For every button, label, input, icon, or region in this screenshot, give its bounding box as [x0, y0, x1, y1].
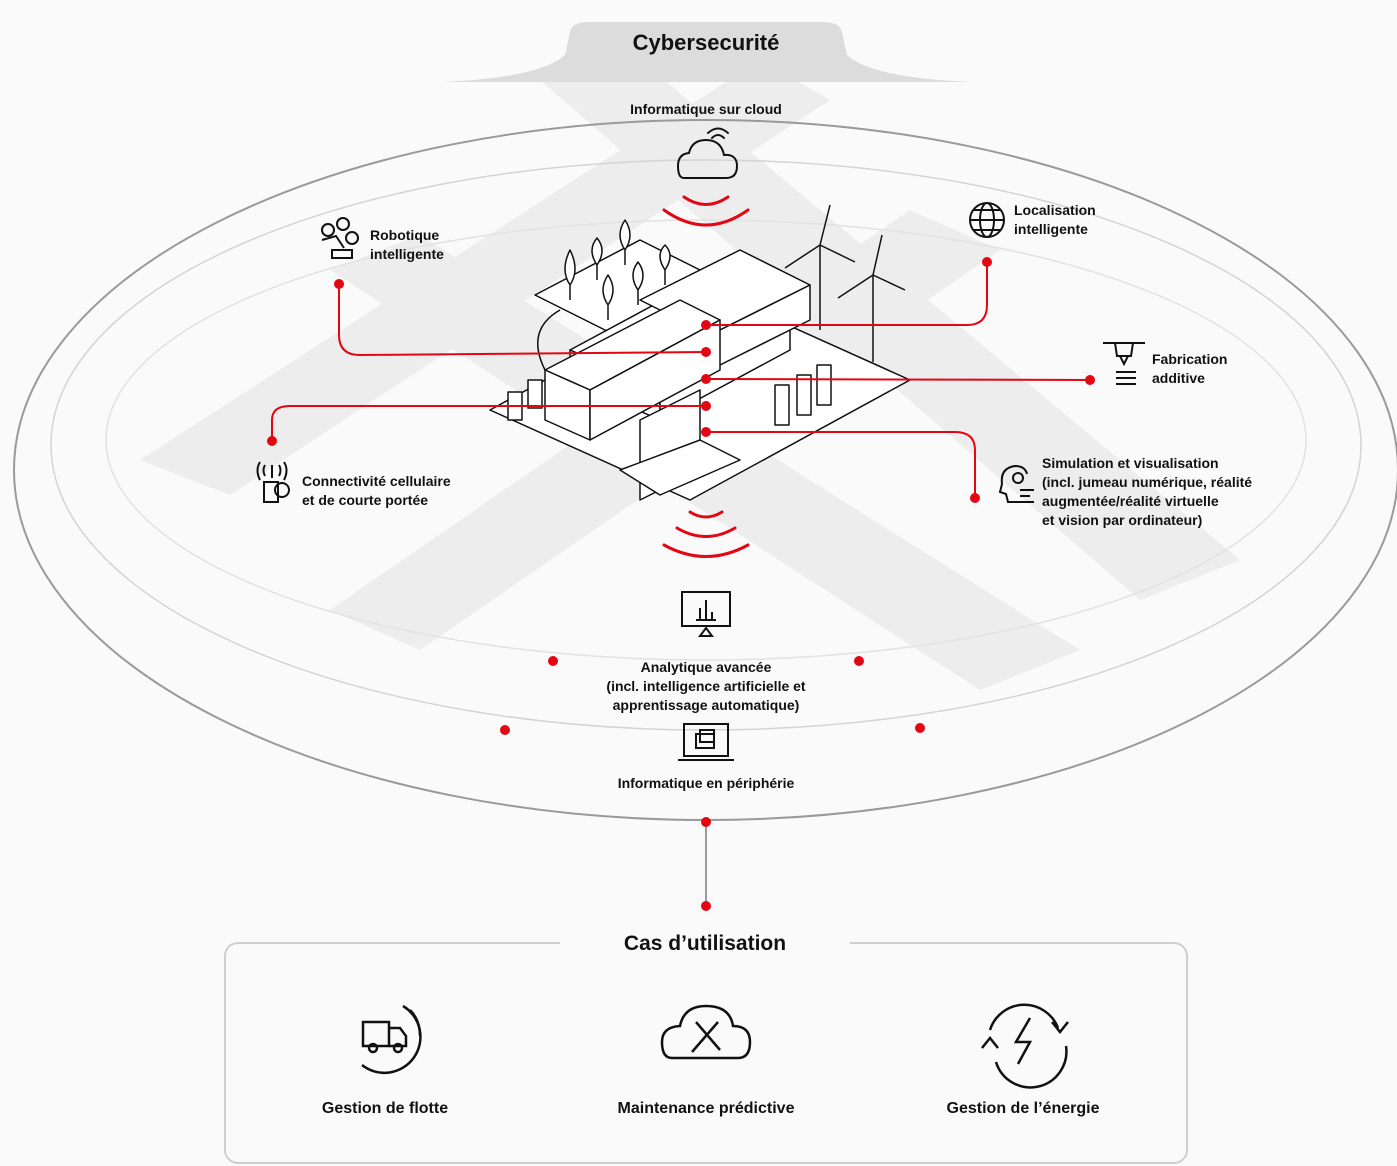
connector-lines: [271, 262, 1091, 905]
usecase-maintenance-label: Maintenance prédictive: [617, 1100, 795, 1117]
cloud-tools-icon: [660, 1004, 752, 1060]
head-gear-icon: [998, 464, 1034, 503]
signal-waves-top: [662, 195, 750, 227]
title-tab: [440, 22, 972, 82]
usecase-energy-label: Gestion de l’énergie: [946, 1100, 1100, 1117]
truck-icon: [361, 1004, 422, 1075]
analytics-monitor-icon: [681, 591, 731, 637]
label-analytics: Analytique avancée (incl. intelligence a…: [606, 659, 806, 713]
globe-icon: [969, 202, 1005, 238]
cellular-icon: [256, 461, 290, 503]
factory-illustration: [489, 204, 911, 501]
edge-laptop-icon: [678, 723, 734, 761]
cloud-icon: [676, 127, 739, 179]
diagram-title: Cybersecurité: [632, 30, 780, 55]
3d-printer-icon: [1103, 342, 1145, 385]
label-connectivity: Connectivité cellulaire et de courte por…: [302, 473, 451, 508]
signal-waves-bottom: [662, 510, 750, 558]
label-robotics: Robotique intelligente: [370, 227, 444, 262]
connector-dots: [267, 257, 1095, 911]
label-simulation: Simulation et visualisation (incl. jumea…: [1042, 455, 1253, 528]
energy-cycle-icon: [981, 1003, 1069, 1089]
usecase-panel: [224, 942, 1188, 1164]
robot-icon: [321, 217, 359, 259]
label-cloud: Informatique sur cloud: [630, 101, 782, 117]
usecase-title: Cas d’utilisation: [560, 930, 850, 958]
label-localisation: Localisation intelligente: [1014, 202, 1096, 237]
label-additive: Fabrication additive: [1152, 351, 1228, 386]
usecase-fleet-label: Gestion de flotte: [321, 1100, 449, 1117]
label-edge: Informatique en périphérie: [617, 775, 795, 791]
